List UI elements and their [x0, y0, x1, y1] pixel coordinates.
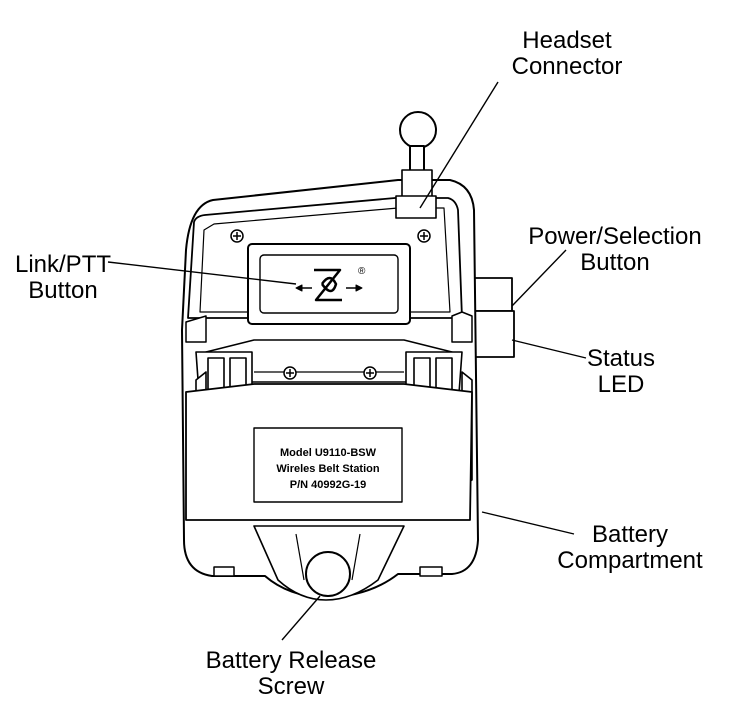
left-foot	[213, 566, 235, 577]
screw-mid-left	[283, 366, 297, 380]
battery-release-callout: Battery Release Screw	[188, 648, 394, 700]
headset-connector-label-2: Connector	[511, 53, 623, 80]
right-notch	[451, 311, 473, 343]
label-line-part-number: P/N 40992G-19	[290, 479, 366, 491]
right-foot	[419, 566, 443, 577]
battery-release-screw	[305, 551, 351, 597]
battery-release-label-2: Screw	[257, 673, 325, 700]
power-selection-label-2: Button	[580, 249, 650, 276]
headset-connector-label-1: Headset	[522, 27, 612, 54]
link-ptt-callout: Link/PTT Button	[8, 252, 118, 304]
leader-lines	[107, 81, 587, 641]
power-selection-label-1: Power/Selection	[528, 223, 702, 250]
battery-compartment-callout: Battery Compartment	[544, 522, 716, 574]
battery-release-label-1: Battery Release	[205, 647, 377, 674]
screw-top-left	[230, 229, 244, 243]
screw-mid-right	[363, 366, 377, 380]
status-led-label-2: LED	[597, 371, 645, 398]
label-line-model: Model U9110-BSW	[280, 447, 377, 459]
link-ptt-label-1: Link/PTT	[14, 251, 112, 278]
status-led-callout: Status LED	[576, 346, 666, 398]
headset-connector-callout: Headset Connector	[492, 28, 642, 80]
status-led-label-1: Status	[586, 345, 656, 372]
power-selection-callout: Power/Selection Button	[518, 224, 712, 276]
screw-top-right	[417, 229, 431, 243]
label-line-description: Wireles Belt Station	[276, 463, 379, 475]
battery-compartment-label-1: Battery	[591, 521, 669, 548]
link-ptt-label-2: Button	[28, 277, 98, 304]
status-led	[471, 310, 515, 358]
device-label	[253, 427, 403, 503]
headset-connector	[395, 111, 437, 219]
power-selection-button	[471, 277, 513, 312]
battery-compartment-label-2: Compartment	[557, 547, 703, 574]
logo-icon	[295, 268, 363, 302]
registered-mark: ®	[358, 266, 366, 277]
left-notch	[185, 315, 207, 343]
